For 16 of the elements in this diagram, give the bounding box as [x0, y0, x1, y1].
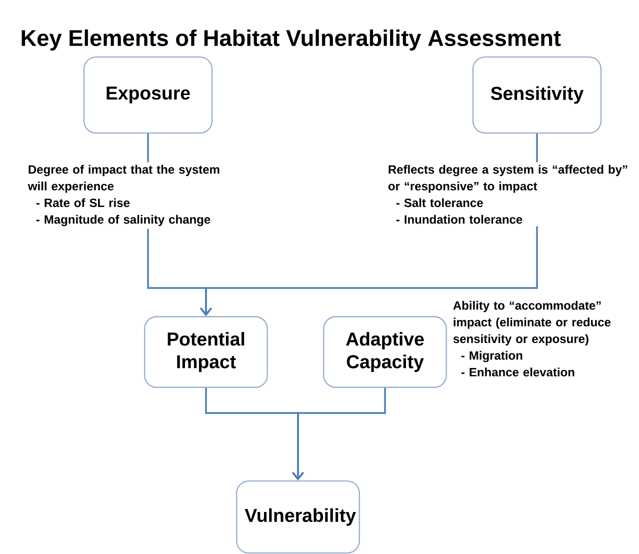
bullet-item: - Rate of SL rise — [36, 198, 130, 208]
connector-arrow — [292, 388, 386, 480]
process-box: Sensitivity — [472, 56, 602, 134]
bullet-item: - Migration — [461, 350, 522, 362]
process-box: Exposure — [83, 56, 213, 134]
description-text: Ability to “accommodate” impact (eliminate or reduce sensitivity or exposure) — [453, 300, 611, 346]
description-text: Reflects degree a system is “affected by” or “responsive” to impact — [388, 164, 628, 193]
process-box: Potential Impact — [144, 316, 268, 388]
bullet-item: - Inundation tolerance — [396, 214, 522, 224]
title: Key Elements of Habitat Vulnerability Assessment — [22, 29, 561, 51]
process-box: Adaptive Capacity — [323, 316, 447, 388]
bullet-item: - Salt tolerance — [396, 198, 483, 208]
bullet-item: - Enhance elevation — [461, 368, 574, 376]
process-box: Vulnerability — [236, 480, 360, 554]
description-text: Degree of impact that the system will experience — [28, 164, 220, 193]
bullet-item: - Magnitude of salinity change — [36, 214, 210, 226]
